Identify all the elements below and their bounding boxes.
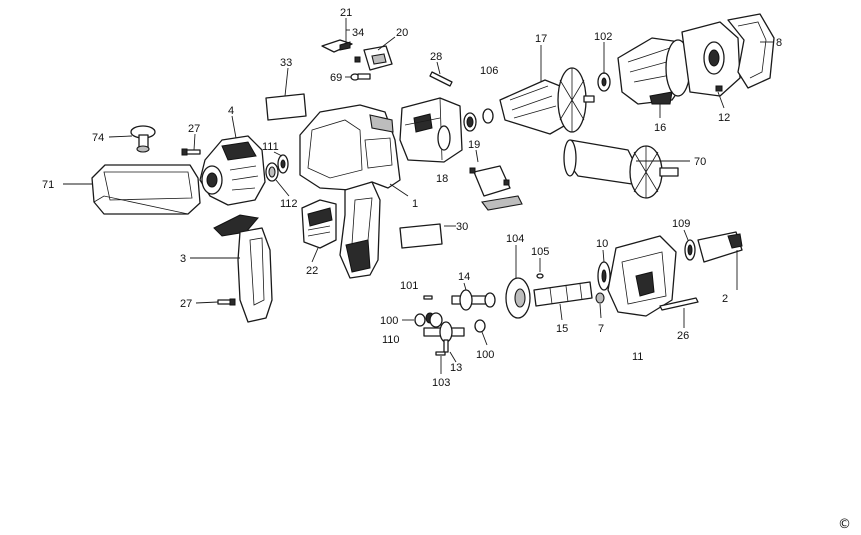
part-103-pin[interactable] (435, 351, 446, 356)
label-26: 26 (677, 330, 689, 342)
label-69: 69 (330, 72, 342, 84)
part-8-gasket[interactable] (727, 13, 775, 89)
label-8: 8 (776, 37, 782, 49)
part-28-pin[interactable] (429, 71, 453, 87)
part-33-label-plate[interactable] (265, 93, 307, 121)
label-110: 110 (382, 334, 400, 346)
label-12: 12 (718, 112, 730, 124)
label-100a: 100 (380, 315, 398, 327)
part-69-screw[interactable] (350, 73, 371, 81)
label-103: 103 (432, 377, 450, 389)
part-21-clip[interactable] (321, 39, 353, 53)
part-17-armature[interactable] (499, 67, 595, 135)
label-10: 10 (596, 238, 608, 250)
label-102: 102 (594, 31, 612, 43)
part-18-brush-plate[interactable] (469, 165, 523, 211)
part-34-spring[interactable] (339, 41, 351, 51)
label-74: 74 (92, 132, 104, 144)
part-100-gear-right[interactable] (474, 319, 486, 333)
label-20: 20 (396, 27, 408, 39)
part-110-gear[interactable] (429, 312, 443, 328)
label-22: 22 (306, 265, 318, 277)
part-102-washer[interactable] (597, 72, 611, 92)
label-14: 14 (458, 271, 470, 283)
part-70-side-handle[interactable] (563, 139, 679, 199)
part-22-switch[interactable] (301, 199, 337, 249)
label-4: 4 (228, 105, 234, 117)
label-27b: 27 (180, 298, 192, 310)
copyright-mark: © (838, 517, 851, 532)
label-19: 19 (468, 139, 480, 151)
part-labels: 21 34 20 69 33 28 106 17 102 8 16 12 4 2… (42, 7, 782, 389)
part-74-knob[interactable] (130, 125, 156, 153)
label-105: 105 (531, 246, 549, 258)
label-101: 101 (400, 280, 418, 292)
label-18: 18 (436, 173, 448, 185)
part-1-main-housing[interactable] (299, 104, 401, 279)
label-111: 111 (262, 141, 279, 153)
label-15: 15 (556, 323, 568, 335)
part-106-stator[interactable] (399, 97, 463, 163)
part-20-brush-holder[interactable] (354, 45, 393, 71)
label-100b: 100 (476, 349, 494, 361)
part-16-fan-housing[interactable] (617, 37, 691, 105)
label-2: 2 (722, 293, 728, 305)
label-13: 13 (450, 362, 462, 374)
part-19-bearing[interactable] (463, 108, 494, 132)
label-11: 11 (632, 351, 643, 363)
leader-lines (63, 18, 774, 374)
label-28: 28 (430, 51, 442, 63)
label-112: 112 (280, 198, 298, 210)
part-30-label-plate[interactable] (399, 223, 443, 249)
label-16: 16 (654, 122, 666, 134)
label-1: 1 (412, 198, 418, 210)
label-27a: 27 (188, 123, 200, 135)
part-104-disk[interactable] (505, 277, 531, 319)
part-111-washer[interactable] (277, 154, 289, 174)
label-3: 3 (180, 253, 186, 265)
label-106: 106 (480, 65, 498, 77)
label-70: 70 (694, 156, 706, 168)
part-4-gear-housing[interactable] (199, 135, 266, 206)
part-26-pin[interactable] (659, 297, 699, 311)
part-101-pin[interactable] (423, 295, 433, 300)
part-10-washer[interactable] (597, 261, 611, 291)
part-15-shaft[interactable] (533, 281, 593, 307)
part-13-carrier[interactable] (423, 321, 465, 353)
label-21: 21 (340, 7, 352, 19)
part-112-bearing[interactable] (265, 162, 279, 182)
label-33: 33 (280, 57, 292, 69)
part-12-end-cap[interactable] (681, 21, 741, 97)
part-27-screw-upper[interactable] (181, 148, 201, 156)
part-14-carrier[interactable] (451, 289, 496, 311)
label-34: 34 (352, 27, 364, 39)
part-71-tray[interactable] (91, 164, 201, 215)
part-27-screw-lower[interactable] (217, 298, 236, 306)
part-2-sleeve[interactable] (697, 231, 743, 263)
label-17: 17 (535, 33, 547, 45)
part-11-gear-case[interactable] (607, 235, 677, 317)
label-109: 109 (672, 218, 690, 230)
label-71: 71 (42, 179, 54, 191)
label-7: 7 (598, 323, 604, 335)
part-109-washer[interactable] (684, 239, 696, 261)
part-7-bearing[interactable] (595, 292, 605, 304)
part-105-ball[interactable] (536, 273, 544, 279)
part-3-handle-cover[interactable] (213, 214, 273, 323)
label-104: 104 (506, 233, 524, 245)
label-30: 30 (456, 221, 468, 233)
